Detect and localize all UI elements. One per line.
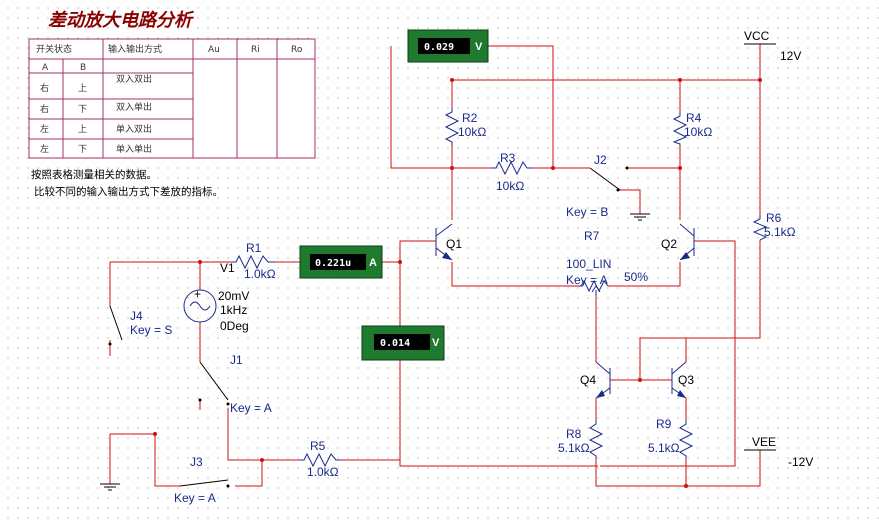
vee-rail[interactable]: VEE -12V [744, 435, 813, 469]
component-name: R3 [500, 151, 516, 165]
component-value: 1.0kΩ [307, 465, 339, 479]
table-subheader: B [80, 63, 86, 73]
resistor-r4[interactable]: R4 10kΩ [672, 111, 712, 146]
meter-reading: 0.014 [380, 338, 410, 349]
table-cell: 上 [78, 124, 87, 135]
transistor-q4[interactable]: Q4 [580, 361, 611, 399]
switch-j4[interactable]: J4 Key = S [108, 305, 173, 346]
resistor-r9[interactable]: R9 5.1kΩ [648, 417, 694, 458]
component-value: 100_LIN [566, 257, 611, 271]
component-key: Key = A [174, 491, 216, 505]
table-header: 开关状态 [36, 43, 72, 55]
table-header: Ro [291, 45, 303, 55]
table-cell: 上 [78, 83, 87, 94]
component-name: Q4 [580, 373, 596, 387]
component-value: 1.0kΩ [244, 267, 276, 281]
meter-unit: A [369, 257, 377, 269]
switch-j1[interactable]: J1 Key = A [198, 353, 272, 415]
wires [109, 44, 761, 487]
vcc-rail[interactable]: VCC 12V [744, 29, 801, 63]
voltmeter-mid[interactable]: 0.014 V [361, 325, 445, 361]
table-cell: 单入双出 [116, 123, 152, 135]
component-name: Q1 [446, 237, 462, 251]
component-name: J3 [190, 455, 203, 469]
resistor-r3[interactable]: R3 10kΩ [492, 151, 532, 193]
table-cell: 右 [40, 82, 49, 94]
component-name: R7 [584, 229, 600, 243]
table-cell: 单入单出 [116, 143, 152, 155]
component-name: VEE [752, 435, 776, 449]
component-name: V1 [220, 261, 235, 275]
component-value: 5.1kΩ [764, 225, 796, 239]
transistor-q2[interactable]: Q2 [661, 223, 695, 261]
potentiometer-r7[interactable]: R7 100_LIN Key = A 50% [566, 229, 648, 296]
component-name: R1 [246, 241, 262, 255]
ground-symbol [100, 483, 120, 491]
svg-text:+: + [194, 287, 201, 301]
component-name: R2 [462, 111, 478, 125]
component-name: R8 [566, 427, 582, 441]
component-value: 1kHz [220, 303, 247, 317]
component-value: 20mV [218, 289, 249, 303]
component-name: VCC [744, 29, 770, 43]
switch-j2[interactable]: J2 Key = B [566, 153, 629, 219]
component-value: -12V [788, 455, 813, 469]
junction-dots [153, 78, 762, 488]
component-value: 5.1kΩ [558, 441, 590, 455]
resistor-r8[interactable]: R8 5.1kΩ [558, 420, 604, 458]
meter-reading: 0.221u [315, 258, 351, 269]
table-header: 输入输出方式 [108, 43, 162, 55]
table-cell: 双入单出 [116, 101, 152, 113]
transistor-q1[interactable]: Q1 [435, 223, 462, 261]
table-header: Ri [251, 45, 260, 55]
ac-source-v1[interactable]: + V1 20mV 1kHz 0Deg [183, 261, 249, 333]
component-name: J1 [230, 353, 243, 367]
component-value: 5.1kΩ [648, 441, 680, 455]
instruction-note: 按照表格测量相关的数据。 [31, 168, 157, 181]
component-name: Q2 [661, 237, 677, 251]
table-cell: 下 [78, 145, 87, 155]
table-header: Au [208, 45, 220, 55]
switch-j3[interactable]: J3 Key = A [174, 455, 230, 505]
table-cell: 双入双出 [116, 73, 152, 85]
component-name: J4 [130, 309, 143, 323]
resistor-r2[interactable]: R2 10kΩ [444, 108, 486, 146]
component-name: Q3 [678, 373, 694, 387]
transistor-q3[interactable]: Q3 [671, 361, 694, 399]
table-cell: 左 [40, 143, 49, 155]
component-value: 10kΩ [496, 179, 524, 193]
component-name: R9 [656, 417, 672, 431]
page-title: 差动放大电路分析 [48, 10, 195, 31]
measurement-table: 开关状态 输入输出方式 Au Ri Ro A B 右 上 双入双出 右 下 双入… [28, 38, 316, 159]
resistor-r5[interactable]: R5 1.0kΩ [300, 439, 340, 479]
resistor-r1[interactable]: R1 1.0kΩ [232, 241, 276, 281]
table-cell: 右 [40, 103, 49, 115]
component-key: Key = B [566, 205, 608, 219]
component-name: R4 [686, 111, 702, 125]
component-value: 10kΩ [458, 125, 486, 139]
table-subheader: A [42, 63, 49, 73]
component-value: 10kΩ [684, 125, 712, 139]
ammeter-input[interactable]: 0.221u A [299, 245, 383, 279]
table-cell: 左 [40, 123, 49, 135]
meter-unit: V [475, 41, 483, 53]
component-key: Key = A [230, 401, 272, 415]
meter-unit: V [432, 337, 440, 349]
ground-symbol [630, 213, 650, 221]
component-name: R6 [766, 211, 782, 225]
component-value: 0Deg [220, 319, 249, 333]
table-cell: 下 [78, 105, 87, 115]
component-name: R5 [310, 439, 326, 453]
voltmeter-top[interactable]: 0.029 V [407, 29, 489, 63]
component-value: 12V [780, 49, 801, 63]
component-key: Key = S [130, 323, 172, 337]
resistor-r6[interactable]: R6 5.1kΩ [752, 211, 796, 241]
component-percent: 50% [624, 270, 648, 284]
component-name: J2 [594, 153, 607, 167]
instruction-note: 比较不同的输入输出方式下差放的指标。 [34, 185, 223, 198]
meter-reading: 0.029 [424, 42, 454, 53]
component-key: Key = A [566, 273, 608, 287]
